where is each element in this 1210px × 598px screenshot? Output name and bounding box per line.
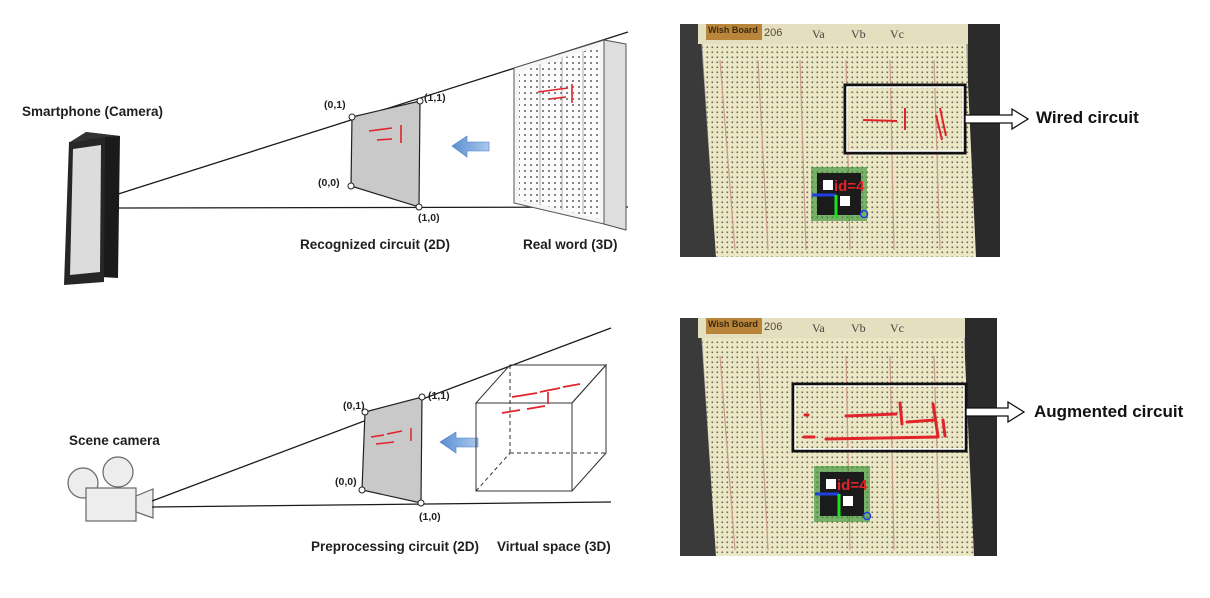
rail-label-c: Vc [890,27,904,41]
wired-circuit-label: Wired circuit [1036,108,1139,127]
corner-label-0-1: (0,1) [343,400,365,412]
callout-arrow-icon [964,107,1030,131]
board-brand: Wish Board [708,25,758,35]
arrow-left-icon [439,431,479,454]
arrow-left-icon [451,135,490,158]
smartphone-label: Smartphone (Camera) [22,104,164,119]
breadboard-3d [513,39,627,231]
real-world-label: Real word (3D) [523,237,618,252]
corner-label-0-0: (0,0) [335,476,357,488]
corner-label-1-0: (1,0) [418,212,440,224]
marker-id-label: id=4 [837,477,868,494]
callout-arrow-icon [965,400,1026,424]
preprocessing-plane [358,393,426,507]
board-model: 206 [764,321,783,333]
corner-label-0-0: (0,0) [318,177,340,189]
rail-label-b: Vb [851,321,866,335]
augmented-circuit-photo [680,318,997,556]
scene-camera-icon [67,456,154,522]
wired-circuit-photo [680,24,1000,257]
board-brand: Wish Board [708,319,758,329]
board-model: 206 [764,27,783,39]
smartphone-icon [64,132,120,285]
rail-label-b: Vb [851,27,866,41]
rail-label-c: Vc [890,321,904,335]
virtual-space-label: Virtual space (3D) [497,539,611,554]
augmented-circuit-label: Augmented circuit [1034,402,1184,421]
preprocessing-circuit-label: Preprocessing circuit (2D) [311,539,480,554]
corner-label-1-0: (1,0) [419,511,441,523]
corner-label-1-1: (1,1) [424,92,446,104]
rail-label-a: Va [812,27,825,41]
corner-label-1-1: (1,1) [428,390,450,402]
recognized-circuit-label: Recognized circuit (2D) [300,237,451,252]
corner-label-0-1: (0,1) [324,99,346,111]
scene-camera-label: Scene camera [69,433,160,448]
marker-id-label: id=4 [834,178,865,195]
virtual-space-cube [474,363,608,492]
rail-label-a: Va [812,321,825,335]
recognized-plane [347,97,424,211]
